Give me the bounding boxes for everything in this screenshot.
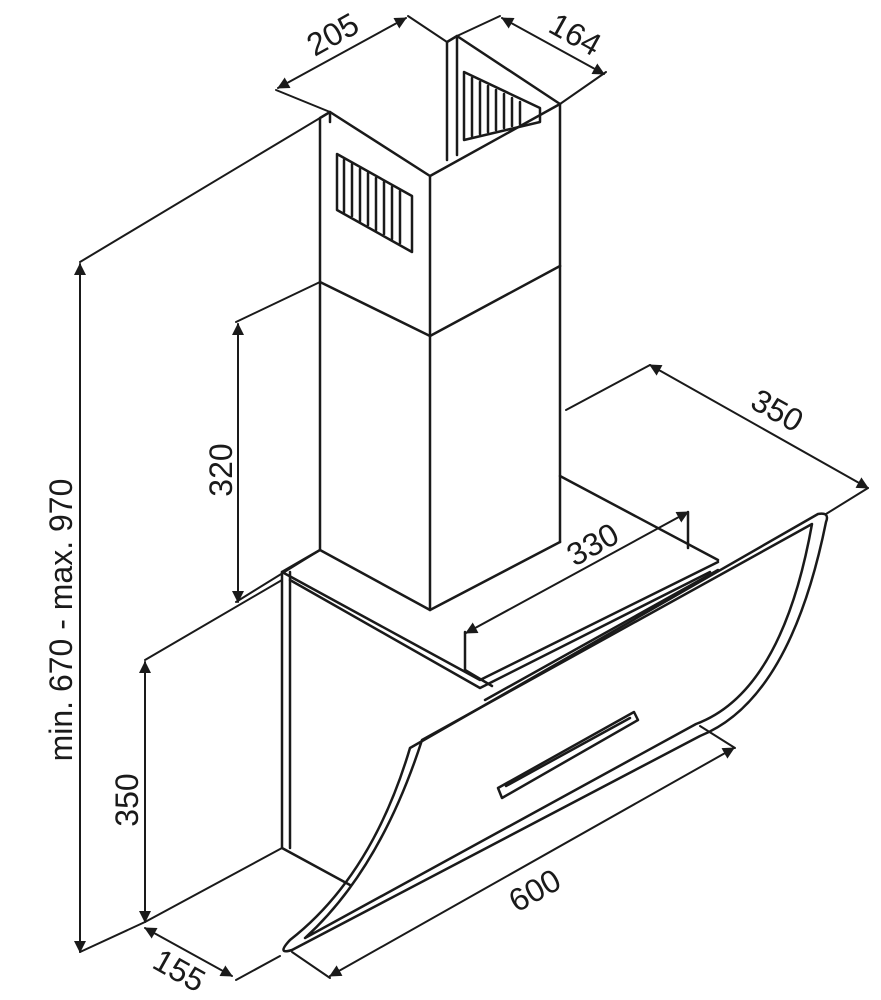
dim-line-155 [144, 927, 233, 977]
vent-grille-back [462, 70, 542, 142]
extension-lines [79, 15, 869, 981]
dim-label-205: 205 [301, 6, 365, 63]
dim-line-350-side [649, 364, 869, 489]
dim-line-600 [329, 747, 735, 977]
dim-label-350-side: 350 [745, 382, 809, 439]
dimension-lines [74, 17, 869, 977]
hood-body [280, 474, 720, 887]
vent-grille-front [335, 152, 414, 254]
dim-label-155: 155 [147, 942, 211, 999]
dim-label-total-height: min. 670 - max. 970 [43, 479, 79, 762]
dim-label-320: 320 [203, 443, 239, 496]
dim-label-164: 164 [543, 6, 607, 63]
dim-line-164 [501, 17, 605, 75]
dim-label-330: 330 [561, 516, 625, 573]
dim-line-205 [277, 17, 407, 89]
dim-label-600: 600 [503, 862, 567, 919]
chimney-upper [318, 34, 562, 338]
dim-line-330 [465, 511, 689, 634]
dim-label-350-body: 350 [109, 773, 145, 826]
chimney-lower [318, 264, 562, 612]
